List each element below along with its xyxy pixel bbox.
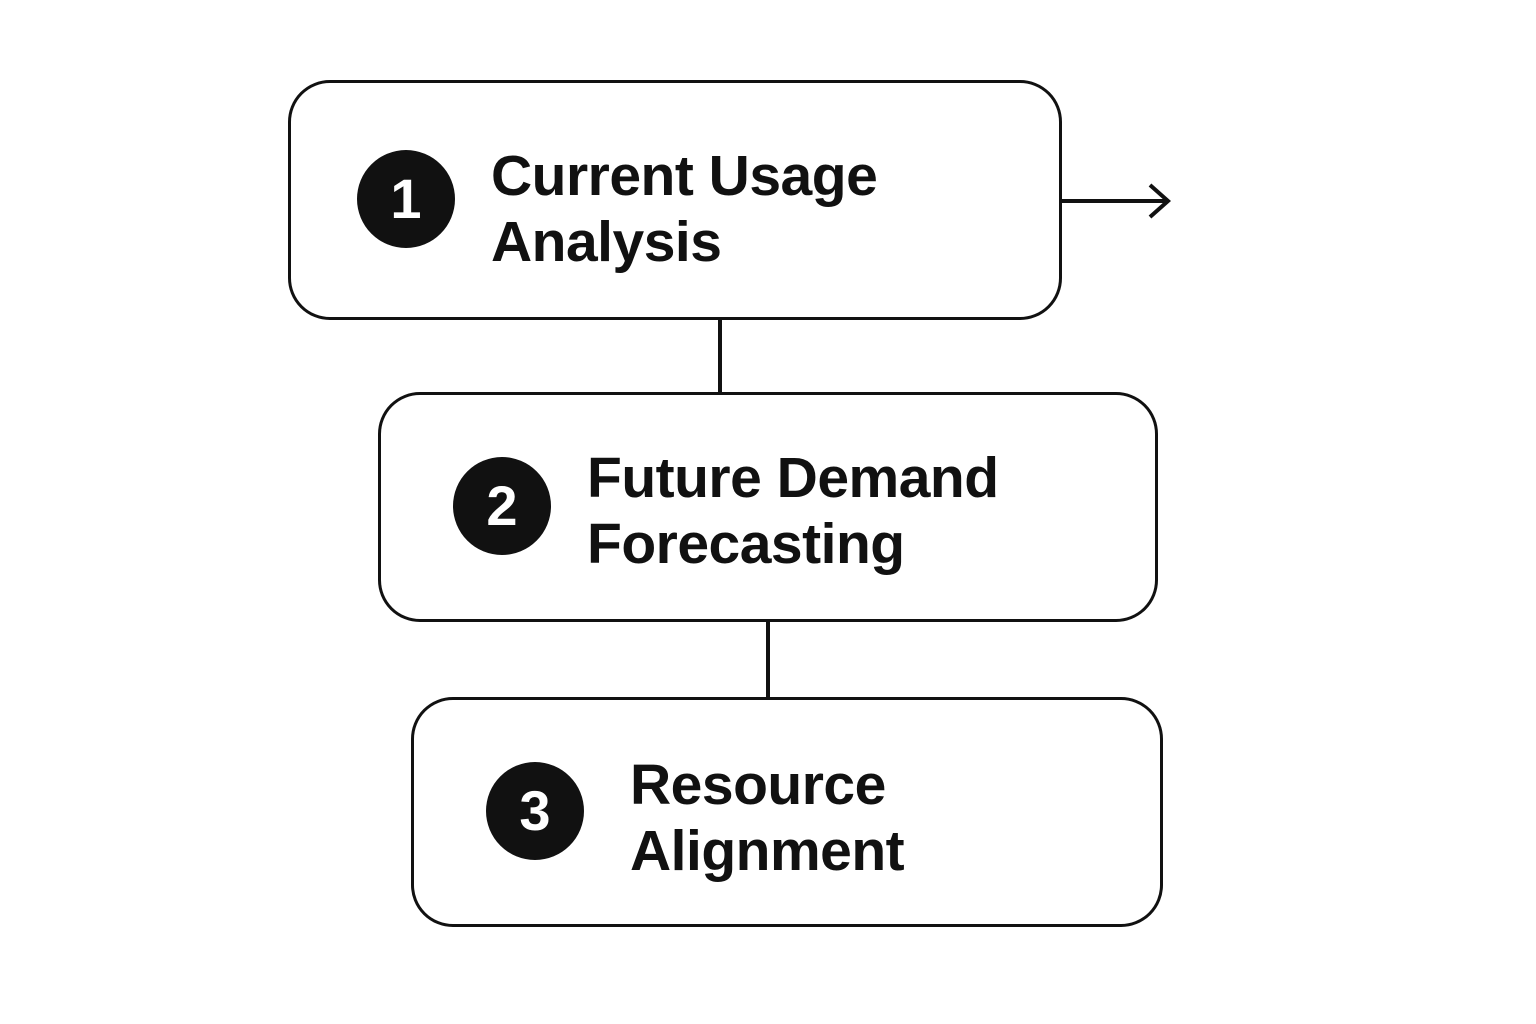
step-label-line-1: Future Demand: [587, 446, 999, 510]
step-label: Current Usage Analysis: [491, 143, 878, 275]
arrow-right-icon: [1060, 183, 1172, 219]
step-label: Resource Alignment: [630, 752, 905, 884]
step-box-future-demand-forecasting: 2 Future Demand Forecasting: [378, 392, 1158, 622]
step-number-badge: 1: [357, 150, 455, 248]
step-label-line-2: Forecasting: [587, 512, 905, 576]
connector-line-2-3: [766, 620, 770, 700]
step-box-resource-alignment: 3 Resource Alignment: [411, 697, 1163, 927]
step-number-badge: 2: [453, 457, 551, 555]
step-label-line-1: Resource: [630, 753, 886, 817]
step-box-current-usage-analysis: 1 Current Usage Analysis: [288, 80, 1062, 320]
connector-line-1-2: [718, 318, 722, 394]
step-label: Future Demand Forecasting: [587, 445, 999, 577]
step-number-badge: 3: [486, 762, 584, 860]
step-label-line-2: Alignment: [630, 819, 905, 883]
step-label-line-1: Current Usage: [491, 144, 878, 208]
step-label-line-2: Analysis: [491, 210, 722, 274]
